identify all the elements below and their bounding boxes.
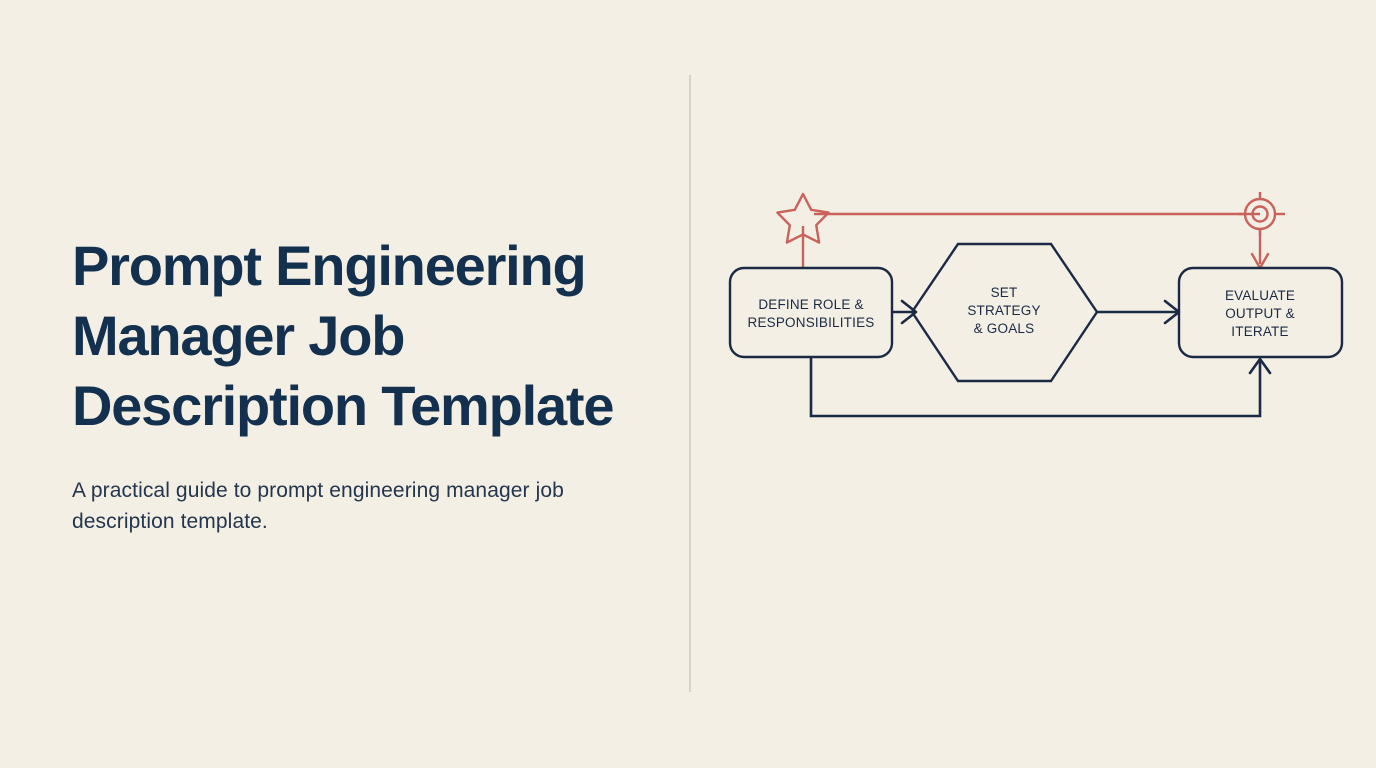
target-icon (1237, 192, 1285, 236)
connector-feedback-loop (809, 357, 1271, 418)
node-evaluate-output-line-3: ITERATE (1231, 324, 1288, 339)
connector-strategy-to-evaluate (1096, 299, 1180, 325)
process-flow-diagram: DEFINE ROLE & RESPONSIBILITIES SET STRAT… (728, 192, 1343, 418)
node-define-role-line-1: DEFINE ROLE & (758, 297, 863, 312)
title-pane: Prompt Engineering Manager Job Descripti… (72, 234, 615, 533)
connector-define-to-strategy-arrowhead (900, 299, 917, 325)
node-evaluate-output-line-2: OUTPUT & (1225, 306, 1295, 321)
star-icon (775, 192, 830, 244)
connector-define-to-strategy (891, 299, 917, 325)
connector-feedback-loop-line (809, 357, 1261, 418)
node-set-strategy-line-1: SET (990, 285, 1017, 300)
node-set-strategy[interactable]: SET STRATEGY & GOALS (910, 242, 1098, 383)
vertical-divider (689, 75, 691, 692)
node-define-role-line-2: RESPONSIBILITIES (747, 315, 874, 330)
diagram-pane: DEFINE ROLE & RESPONSIBILITIES SET STRAT… (689, 0, 1376, 768)
node-define-role[interactable]: DEFINE ROLE & RESPONSIBILITIES (728, 266, 893, 359)
node-set-strategy-line-3: & GOALS (973, 321, 1034, 336)
page-title: Prompt Engineering Manager Job Descripti… (72, 234, 615, 437)
connector-feedback-loop-arrowhead (1248, 357, 1271, 375)
node-evaluate-output-line-1: EVALUATE (1224, 288, 1294, 303)
connector-strategy-to-evaluate-arrowhead (1163, 299, 1180, 325)
page-subtitle: A practical guide to prompt engineering … (72, 479, 564, 533)
node-evaluate-output[interactable]: EVALUATE OUTPUT & ITERATE (1177, 266, 1343, 359)
node-set-strategy-line-2: STRATEGY (967, 303, 1040, 318)
node-define-role-shape[interactable] (728, 266, 893, 359)
